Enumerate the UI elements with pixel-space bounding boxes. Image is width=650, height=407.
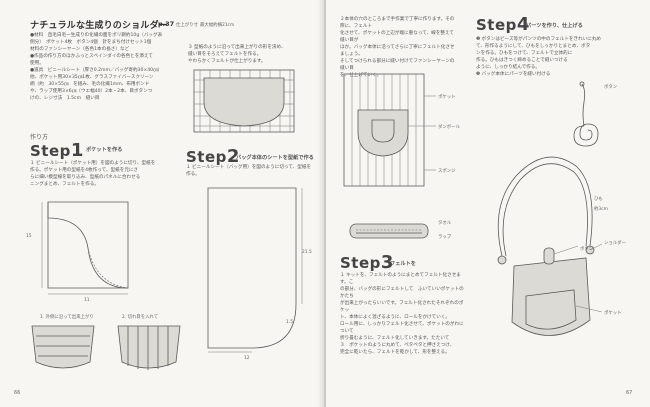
note-line: 縫い目をそろえてフェルトを作る。 xyxy=(188,52,262,57)
basket-illustration-b xyxy=(117,325,181,370)
bag-body-template-diagram xyxy=(207,187,303,353)
step1-body: １ ビニールシート（ポケット用）を図のように切り、型紙を 作る。ポケット用の型紙… xyxy=(30,160,170,188)
step4-line: ように、しっかり結んで作る。 xyxy=(476,65,540,70)
basket-illustration-a xyxy=(31,325,95,369)
caption-a: 1. 外側に沿って出来上がり xyxy=(40,315,94,320)
fig-label-strap: ひも xyxy=(594,197,603,202)
step3-line: 完全に乾いたら、フェルトを乾かして、形を整える。 xyxy=(340,350,450,355)
size-label: 仕上がり寸 xyxy=(176,23,198,28)
page-number-left: 66 xyxy=(14,390,21,396)
right-top-line: そしてつけられる部分に縫い付けてファンシーヤーンの縫い目 xyxy=(340,59,455,71)
step3-line: ト、本体によく混ざるように、ロールをかけていく。 xyxy=(340,315,451,320)
finished-bag-illustration xyxy=(497,156,603,336)
fig-label-shoulder: ショルダー xyxy=(604,241,626,246)
materials-list: ●材料 直毛白毛ー生成りの化繊の面をポリ鋼約10g（バッグ表 側分） ポケット4… xyxy=(30,32,180,102)
step3-number: 3 xyxy=(380,252,394,273)
step4-line: ❷ バッグ本体にパーツを縫い付ける xyxy=(476,72,551,77)
step3-title: フェルトを xyxy=(390,261,416,267)
materials-line: ●道具 ビニールシート（厚さ0.2mm／バッグ寄約30×40㎝） xyxy=(30,68,163,73)
step3-line: ３ ポケットのように丸めて、ペタペタと押さえつけ、 xyxy=(340,343,455,348)
materials-line: 使用。 xyxy=(30,61,44,66)
step2-line: １ ビニールシート（バッグ用）を図のように切って、型紙を xyxy=(186,165,312,170)
fig-label-towel: タオル xyxy=(438,221,452,226)
step1-number: 1 xyxy=(70,140,84,161)
section-label: 作り方 xyxy=(30,134,49,141)
dim-body-corner: 1.5 xyxy=(286,320,293,325)
step2-heading: Step2 xyxy=(186,146,240,167)
size-value: 最大幅約横21cm xyxy=(200,23,235,28)
right-top-line: を、仕上げていく。 xyxy=(340,73,382,78)
step4-line: ンを作る。ひもをつけて、フェルトで立体的に xyxy=(476,51,573,56)
step3-body: １ キットを、フェルトのようにまとめてフェルト化させます。こ の部分、バッグの形… xyxy=(340,272,464,356)
left-page: ナチュラルな生成りのショルダー p.37 仕上がり寸 最大幅約横21cm ●材料… xyxy=(0,0,324,407)
fig-label-pocket2: ポケット xyxy=(604,311,622,316)
materials-line: ●材料 直毛白毛ー生成りの化繊の面をポリ鋼約10g（バッグ表 xyxy=(30,33,163,38)
caption-b: 2. 切れ目を入れて xyxy=(122,315,159,320)
step2-line: 作る。 xyxy=(186,172,200,177)
fig-label-cardboard: ダンボール xyxy=(438,125,460,130)
right-top-line: ほか。バッグ本体に沿ってさらに丁寧にフェルト化させましょう。 xyxy=(340,45,455,57)
fig-label-length: 約3cm xyxy=(594,207,608,212)
felting-setup-illustration xyxy=(343,73,436,187)
fig-label-button2: ボタン xyxy=(580,247,594,252)
materials-line: 網（約 30×55㎝ を組み、毛の化繊1mm、布用ボンド xyxy=(30,82,150,87)
step1-title: ポケットを作る xyxy=(86,147,123,153)
fig-label-wrap: ラップ xyxy=(438,235,452,240)
step4-number: 4 xyxy=(516,14,530,35)
step2-number: 2 xyxy=(226,146,240,167)
title-reference: p.37 xyxy=(158,20,175,28)
step1-line: ニングまとめ、フェルトを作る。 xyxy=(30,182,99,187)
step3-line: １ キットを、フェルトのようにまとめてフェルト化させます。こ xyxy=(340,273,461,285)
spiral-button-illustration xyxy=(573,81,599,147)
step3-line: が出来上がったらいいです。フェルト化されたそれぞれのポケッ xyxy=(340,301,464,313)
step1-line: １ ビニールシート（ポケット用）を図のように切り、型紙を xyxy=(30,161,156,166)
step4-body: ❶ ボタンはビーズ等がパンツの中のフェルトをきれいに丸め て、形作るようにして、… xyxy=(476,36,626,78)
materials-line: 材料のファンシーヤーン（各色1本の長さ）など xyxy=(30,47,130,52)
fig-label-sponge: スポンジ xyxy=(438,169,456,174)
step2-title: バッグ本体のシートを型紙で作る xyxy=(236,155,314,161)
step2-word: Step xyxy=(186,148,227,166)
step1-word: Step xyxy=(30,142,71,160)
step3-line: の部分、バッグの形にフェルトして ふいていいポケットのかたち xyxy=(340,287,464,299)
page-number-right: 67 xyxy=(626,390,633,396)
right-page: ２本体の穴のところまで手作業で丁寧に作ります。その際に、フェルト 化させて、ポケ… xyxy=(326,0,650,407)
step4-heading: Step4 xyxy=(476,14,530,35)
step4-word: Step xyxy=(476,16,517,34)
step1-heading: Step1 xyxy=(30,140,84,161)
step3-word: Step xyxy=(340,254,381,272)
step4-line: て、形作るようにして、ひもをしっかりとまとめ、ボタ xyxy=(476,44,591,49)
step3-line: ロール用に、しっかりフェルト化させて、ポケットのがわについて xyxy=(340,322,464,334)
materials-line: や、ラップ使用3×6㎝（ウエ幅40）2本・2本、目ボタンつ xyxy=(30,89,153,94)
step4-title: パーツを作り、仕上げる xyxy=(526,23,583,29)
layer-cross-section xyxy=(349,223,429,239)
pocket-template-diagram xyxy=(41,201,129,295)
step4-line: 作る。ひもはきつく締めることで縫いつける xyxy=(476,58,568,63)
pocket-on-mesh-illustration xyxy=(193,69,295,133)
step3-line: 折り畳むように、フェルト化していきます。たたいて xyxy=(340,336,450,341)
dim-height: 15 xyxy=(26,234,32,239)
fig-label-button: ボタン xyxy=(604,85,618,90)
step1-line: 作る。ポケット用の型紙を4枚作って、型紙を元にさ xyxy=(30,168,139,173)
right-top-text: ２本体の穴のところまで手作業で丁寧に作ります。その際に、フェルト 化させて、ポケ… xyxy=(340,16,458,79)
right-top-line: ２本体の穴のところまで手作業で丁寧に作ります。その際に、フェルト xyxy=(340,17,455,29)
note-line: やわらかくフェルトが仕上がります。 xyxy=(188,59,266,64)
dim-body-height: 21.5 xyxy=(302,250,312,255)
materials-line: ●作品の作り方のほかふっとスペインダイの各色とを添えて xyxy=(30,54,153,59)
dim-body-width: 12 xyxy=(244,356,250,361)
step4-line: ❶ ボタンはビーズ等がパンツの中のフェルトをきれいに丸め xyxy=(476,37,602,42)
step1-line: らに細い模型線を取り込み、型紙のパネルに合わせる xyxy=(30,175,141,180)
right-top-line: 化させて、ポケットの上辺が端に重なって、線を整えて縫い目が xyxy=(340,31,454,43)
page-title: ナチュラルな生成りのショルダー xyxy=(30,21,169,31)
materials-line: けの、レジ寸法 1.5cm 縫い目 xyxy=(30,96,100,101)
dim-width: 11 xyxy=(84,298,90,303)
fig-label-pocket: ポケット xyxy=(438,95,456,100)
step2-body: １ ビニールシート（バッグ用）を図のように切って、型紙を 作る。 xyxy=(186,164,318,178)
top-note: ３ 型紙のように沿って出来上がりの形を決め、 縫い目をそろえてフェルトを作る。 … xyxy=(188,44,313,65)
materials-line: 他、ポケット用30×35㎝1枚、グラスファイバースクリーン xyxy=(30,75,154,80)
step3-heading: Step3 xyxy=(340,252,394,273)
materials-line: 側分） ポケット4枚 ボタン4個 針をまち付けセット1個 xyxy=(30,40,152,45)
note-line: ３ 型紙のように沿って出来上がりの形を決め、 xyxy=(188,45,286,50)
